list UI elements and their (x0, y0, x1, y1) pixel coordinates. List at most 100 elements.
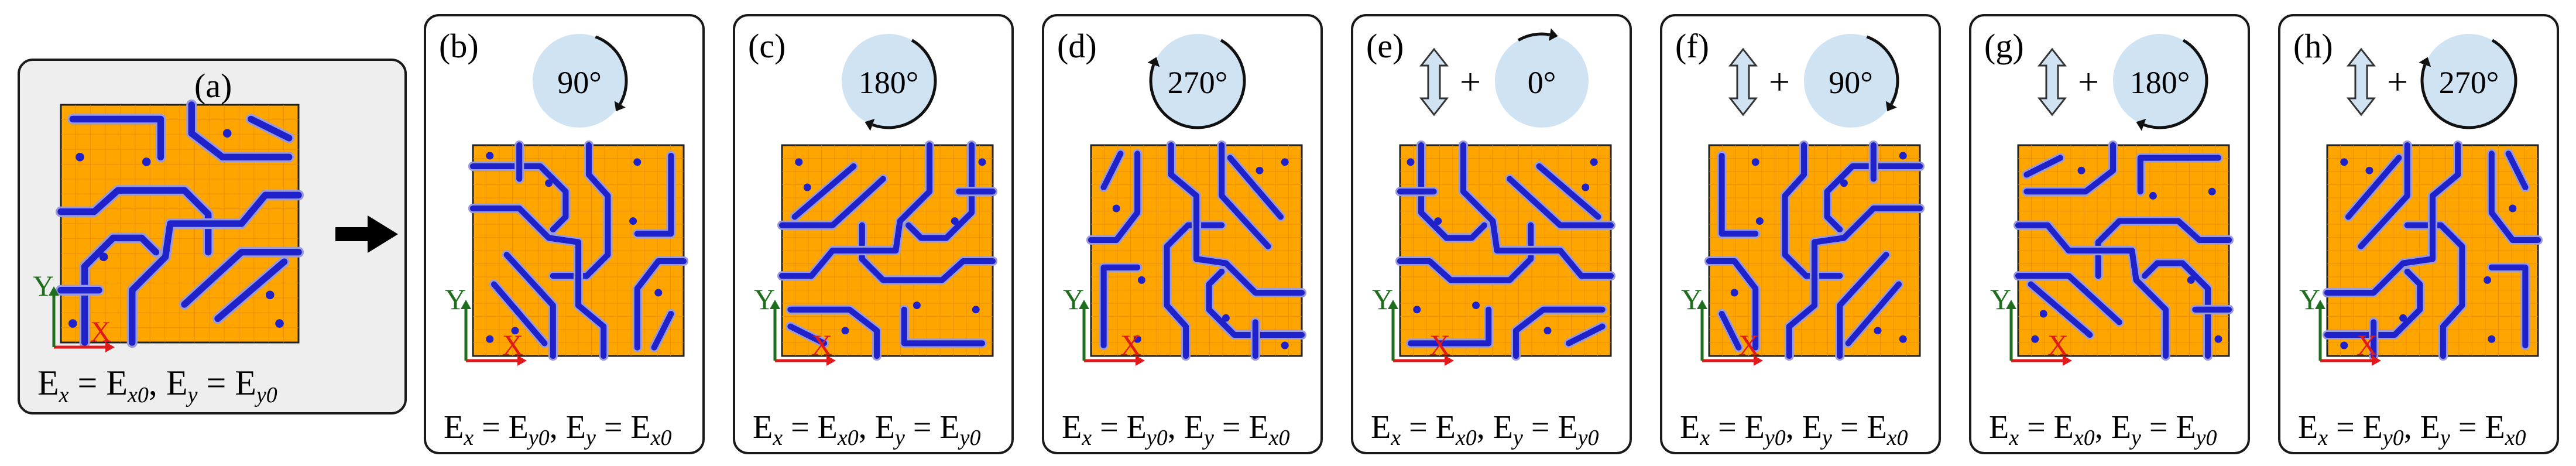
panel-label: (a) (194, 67, 232, 105)
y-axis-label: Y (445, 283, 466, 316)
inclusion-path (2015, 273, 2122, 325)
modulus-equation: Ex = Ey0, Ey = Ex0 (2298, 409, 2526, 451)
inclusion-dot (1899, 152, 1907, 160)
inclusion-dot (654, 289, 663, 297)
inclusion-path (1786, 205, 1923, 359)
inclusion-dot (972, 306, 980, 314)
y-axis-arrowhead (770, 300, 780, 309)
microstructure-source: XY (33, 99, 304, 352)
y-axis-label: Y (754, 283, 775, 316)
rotation-angle: 180° (858, 65, 919, 100)
inclusion-path (1706, 258, 1759, 351)
inclusion-dot (1472, 301, 1480, 310)
inclusion-dot (1840, 179, 1848, 187)
inclusion-path (2028, 281, 2093, 338)
inclusion-dot (2484, 276, 2492, 284)
rotation-angle: 90° (557, 65, 602, 100)
x-axis-arrowhead (2063, 355, 2072, 366)
inclusion-dot (486, 152, 494, 160)
y-axis-arrowhead (461, 300, 471, 309)
inclusion-dot (2149, 191, 2157, 200)
inclusion-dot (68, 319, 77, 328)
x-axis-arrowhead (517, 355, 527, 366)
y-axis-arrowhead (2006, 300, 2016, 309)
inclusion-dot (2031, 335, 2039, 343)
plus-sign: + (2387, 61, 2409, 102)
microstructure-transformed: XY (1372, 140, 1616, 366)
panel-label: (d) (1057, 27, 1097, 65)
inclusion-path (1565, 323, 1606, 347)
plus-sign: + (2078, 61, 2100, 102)
inclusion-dot (1755, 217, 1764, 225)
inclusion-dot (1407, 158, 1415, 166)
inclusion-dot (142, 157, 151, 166)
inclusion-dot (2399, 314, 2407, 322)
mirror-arrow-icon (1419, 47, 1449, 117)
inclusion-dot (1112, 204, 1120, 213)
microstructure-transformed: XY (1681, 140, 1925, 366)
inclusion-dot (1730, 289, 1738, 297)
inclusion-dot (2488, 335, 2496, 343)
panel-label: (b) (439, 27, 479, 65)
inclusion-dot (1751, 158, 1759, 166)
x-axis-arrowhead (1136, 355, 1145, 366)
inclusion-path (2324, 142, 2461, 296)
inclusion-path (1100, 264, 1141, 349)
rotation-angle: 270° (1167, 65, 1228, 100)
inclusion-path (214, 258, 288, 323)
inclusion-dot (803, 183, 811, 191)
inclusion-dot (1256, 166, 1264, 174)
inclusion-dot (2509, 204, 2517, 213)
inclusion-dot (222, 129, 232, 138)
inclusion-dot (795, 158, 803, 166)
x-axis-label: X (90, 315, 111, 348)
inclusion-dot (1133, 335, 1141, 343)
inclusion-dot (99, 252, 108, 262)
inclusion-path (469, 205, 607, 359)
inclusion-path (1507, 176, 1614, 228)
inclusion-path (791, 163, 857, 220)
inclusion-path (1407, 306, 1492, 347)
rotation-indicator (1147, 34, 1246, 129)
x-axis-label: X (1738, 328, 1759, 361)
rotation-angle: 90° (1829, 65, 1873, 100)
inclusion-path (634, 152, 674, 237)
x-axis-arrowhead (2372, 355, 2381, 366)
panel-label: (g) (1984, 27, 2024, 65)
inclusion-dot (978, 158, 986, 166)
inclusion-dot (511, 327, 519, 335)
inclusion-path (2345, 155, 2402, 220)
y-axis-arrowhead (1388, 300, 1398, 309)
inclusion-dot (1137, 276, 1145, 284)
inclusion-path (1168, 142, 1305, 296)
inclusion-dot (2187, 276, 2195, 284)
y-axis-label: Y (1990, 283, 2011, 316)
inclusion-path (1088, 150, 1141, 244)
x-axis-arrowhead (826, 355, 836, 366)
y-axis-arrowhead (1079, 300, 1089, 309)
x-axis-label: X (811, 328, 832, 361)
inclusion-dot (951, 217, 959, 225)
modulus-equation: Ex = Ey0, Ey = Ex0 (1062, 409, 1290, 451)
rotation-indicator (2419, 34, 2517, 129)
inclusion-path (1460, 142, 1614, 279)
y-axis-label: Y (33, 269, 54, 302)
inclusion-path (1219, 142, 1271, 249)
inclusion-path (1512, 306, 1606, 359)
inclusion-path (503, 252, 556, 359)
inclusion-path (2505, 150, 2529, 191)
rotation-angle: 180° (2129, 65, 2190, 100)
inclusion-path (651, 310, 674, 351)
inclusion-dot (633, 158, 642, 166)
inclusion-path (901, 306, 986, 347)
panel-label: (f) (1675, 27, 1709, 65)
inclusion-path (129, 191, 302, 346)
inclusion-path (181, 249, 302, 308)
inclusion-dot (76, 153, 84, 162)
